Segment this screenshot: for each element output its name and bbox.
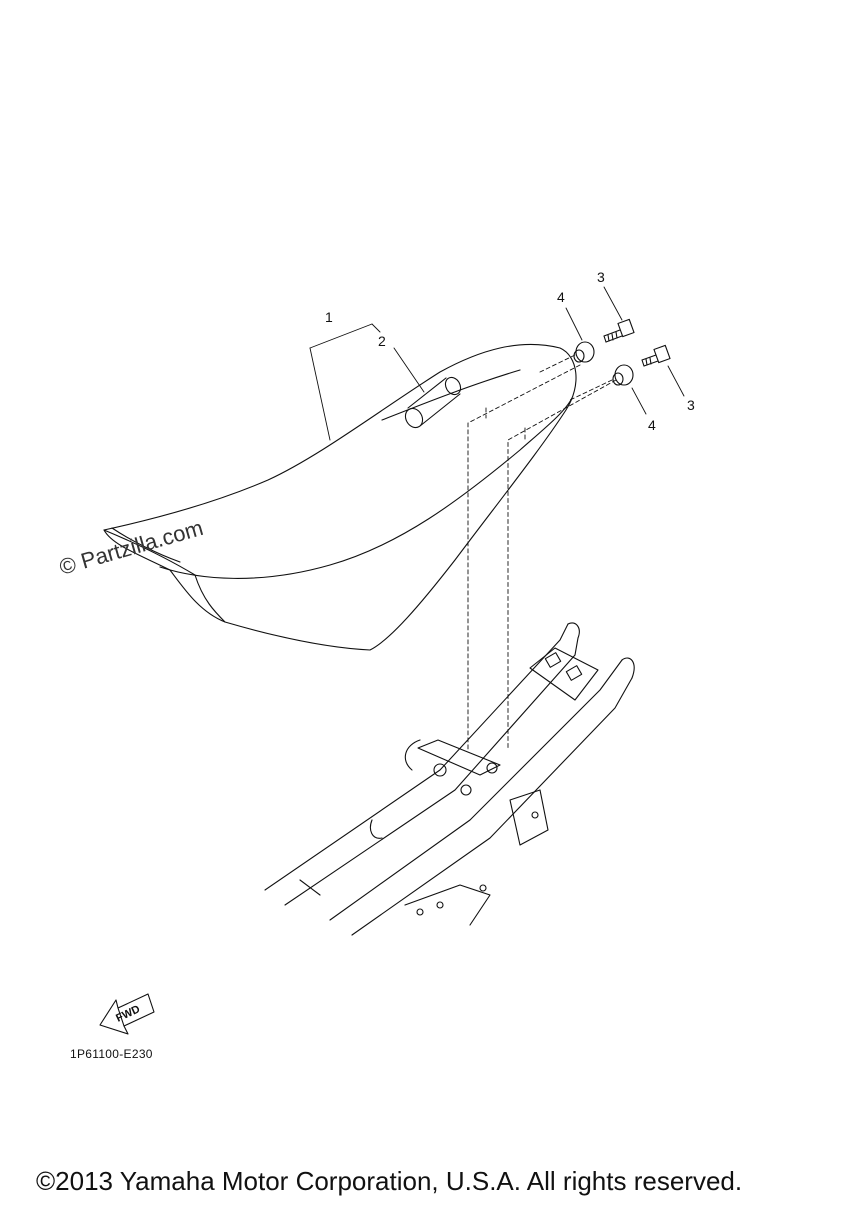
callout-3-lower: 3 bbox=[687, 397, 695, 413]
collar-upper bbox=[573, 341, 595, 363]
seat-strap-tube bbox=[404, 376, 462, 429]
collar-lower bbox=[612, 364, 634, 386]
diagram-reference-code: 1P61100-E230 bbox=[70, 1047, 153, 1061]
bolt-upper bbox=[603, 318, 635, 343]
copyright-notice: ©2013 Yamaha Motor Corporation, U.S.A. A… bbox=[36, 1166, 742, 1196]
forward-direction-arrow bbox=[99, 993, 155, 1035]
alignment-lines bbox=[467, 354, 617, 751]
fwd-label: FWD bbox=[114, 1003, 142, 1024]
callout-2: 2 bbox=[378, 333, 386, 349]
callout-1: 1 bbox=[325, 309, 333, 325]
bolt-lower bbox=[641, 344, 671, 367]
seat-illustration bbox=[103, 343, 577, 651]
callout-3-upper: 3 bbox=[597, 269, 605, 285]
callout-4-upper: 4 bbox=[557, 289, 565, 305]
frame-subframe bbox=[264, 622, 635, 936]
callout-4-lower: 4 bbox=[648, 417, 656, 433]
callout-leaders bbox=[309, 286, 685, 441]
partzilla-watermark: © Partzilla.com bbox=[56, 515, 205, 580]
